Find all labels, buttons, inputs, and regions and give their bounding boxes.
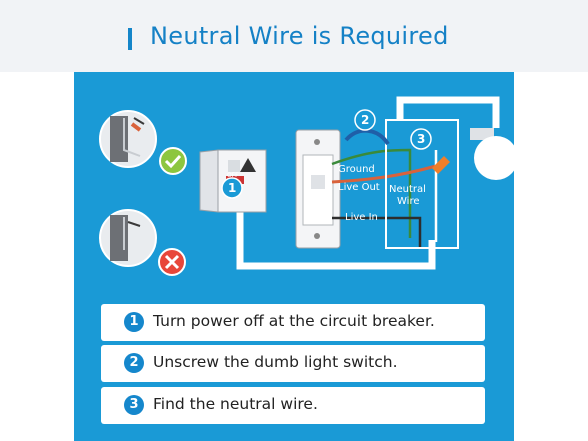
live-in-wire <box>332 216 422 248</box>
step-2-number: 2 <box>124 353 144 373</box>
breaker-box <box>199 149 267 213</box>
step-3: 3 Find the neutral wire. <box>101 387 485 424</box>
callout-3-label: 3 <box>417 132 426 146</box>
callout-3 <box>410 128 432 150</box>
step-3-text: Find the neutral wire. <box>153 395 318 413</box>
live-out-wire <box>331 164 437 184</box>
title-accent-bar <box>128 28 132 50</box>
step-2: 2 Unscrew the dumb light switch. <box>101 345 485 382</box>
ground-label: Ground <box>338 164 375 175</box>
callout-2 <box>354 109 376 131</box>
neutral-label-line1: Neutral <box>389 184 426 195</box>
step-2-text: Unscrew the dumb light switch. <box>153 353 398 371</box>
callout-2-label: 2 <box>361 113 370 127</box>
ground-wire <box>331 148 412 238</box>
light-bulb <box>470 128 518 180</box>
good-wiring-example <box>99 110 187 175</box>
bad-wiring-example <box>99 209 186 276</box>
breaker-off-label: OFF <box>227 172 239 179</box>
check-icon <box>159 147 187 175</box>
conduit-bottom <box>236 210 436 270</box>
neutral-label-line2: Wire <box>397 196 420 207</box>
light-switch <box>295 129 341 249</box>
step-1: 1 Turn power off at the circuit breaker. <box>101 304 485 341</box>
header: Neutral Wire is Required <box>0 0 588 72</box>
step-1-text: Turn power off at the circuit breaker. <box>153 312 435 330</box>
live-in-label: Live In <box>345 212 378 223</box>
live-out-label: Live Out <box>338 182 380 193</box>
conduit-top <box>396 96 500 128</box>
step-1-number: 1 <box>124 312 144 332</box>
page-title: Neutral Wire is Required <box>150 22 449 50</box>
wire-nut <box>432 156 450 174</box>
callout-1 <box>221 177 243 199</box>
step-3-number: 3 <box>124 395 144 415</box>
unscrew-arrow <box>344 128 390 146</box>
callout-1-label: 1 <box>228 181 237 195</box>
